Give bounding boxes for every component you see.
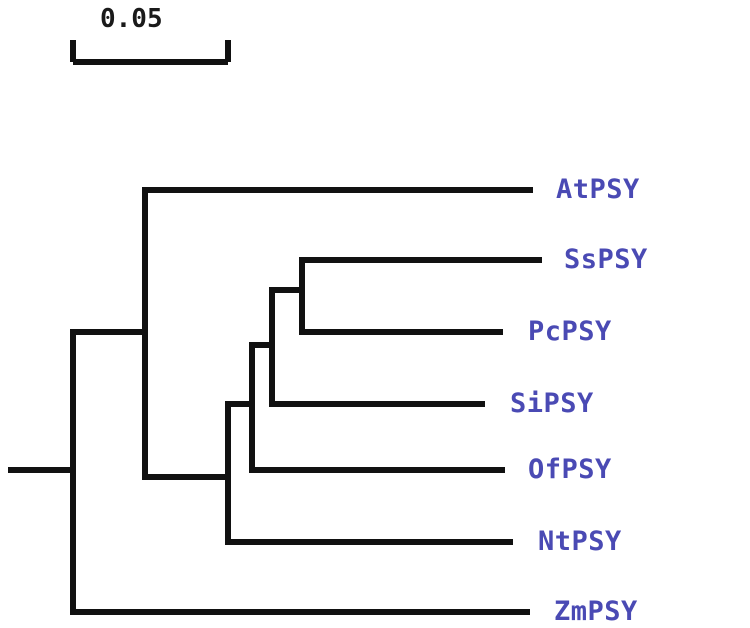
taxon-label-zmpsy: ZmPSY [554,596,638,627]
scale-bar [70,40,231,65]
taxon-label-sipsy: SiPSY [510,388,594,419]
scale-bar-value: 0.05 [100,4,163,34]
taxon-label-sspsy: SsPSY [564,244,648,275]
tree-branches [8,187,542,615]
taxon-label-ofpsy: OfPSY [528,454,612,485]
taxon-label-ntpsy: NtPSY [538,526,622,557]
taxon-label-pcpsy: PcPSY [528,316,612,347]
taxon-label-atpsy: AtPSY [556,174,640,205]
